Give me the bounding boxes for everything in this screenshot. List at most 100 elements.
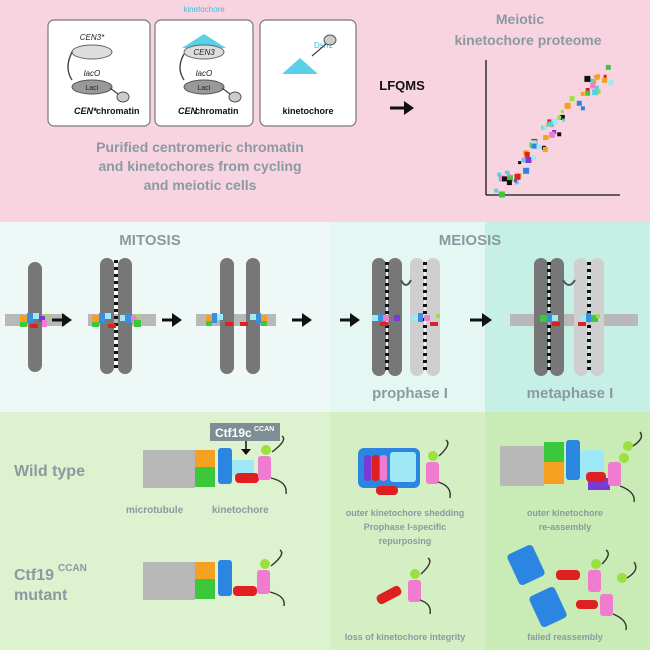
mitosis-kinetochore-1: [20, 313, 49, 328]
scatter-point: [593, 75, 597, 78]
scatter-point: [497, 172, 502, 177]
prophase-caption-line-1: outer kinetochore shedding: [346, 508, 465, 518]
scatter-point: [591, 78, 596, 84]
cen3-star-label: CEN3*: [80, 33, 105, 42]
scatter-point: [506, 180, 512, 186]
scatter-point: [594, 85, 599, 90]
scatter-point: [557, 115, 562, 120]
scatter-point: [530, 140, 537, 147]
mitosis-kinetochore-2: [92, 313, 141, 328]
cen3-label: CEN3: [193, 48, 215, 57]
scatter-point: [525, 157, 532, 163]
prophase-mutant-fragments: [376, 557, 431, 615]
metaphase-wild-type-kinetochore: [500, 431, 643, 503]
proteome-scatter-points: [494, 64, 614, 198]
scatter-point: [547, 121, 553, 127]
scatter-point: [576, 100, 582, 106]
scatter-point: [543, 125, 548, 130]
mitosis-arrow-2: [162, 313, 182, 327]
scatter-point: [580, 106, 585, 111]
cen-star-caption-italic: CEN*: [74, 106, 97, 116]
scatter-point: [546, 123, 550, 127]
microtubule-label: microtubule: [126, 505, 184, 516]
scatter-point: [605, 64, 611, 70]
scatter-point: [585, 90, 591, 96]
scatter-point: [547, 119, 552, 124]
scatter-point: [562, 118, 566, 122]
scatter-point: [544, 135, 549, 140]
scatter-point: [523, 167, 530, 174]
scatter-point: [535, 144, 541, 150]
purified-caption-line-1: Purified centromeric chromatin: [96, 139, 304, 155]
kinetochore-box-caption: kinetochore: [282, 106, 333, 116]
mitosis-arrow-1: [52, 313, 72, 327]
mutant-label-line-2: mutant: [14, 587, 68, 604]
scatter-point: [602, 77, 608, 83]
laci-label: LacI: [85, 85, 98, 92]
wild-type-label: Wild type: [14, 463, 85, 480]
scatter-point: [498, 191, 505, 198]
meiosis-arrow-2: [470, 313, 492, 327]
scatter-point: [507, 173, 511, 177]
scatter-point: [531, 155, 537, 161]
scatter-point: [531, 143, 537, 149]
scatter-point: [549, 131, 556, 138]
mitosis-kinetochore-3: [206, 313, 267, 326]
kinetochore-label: kinetochore: [212, 505, 269, 516]
proteome-scatter-axes: [485, 60, 620, 196]
cen-caption-rest: chromatin: [195, 106, 239, 116]
bottom-panel-background: [0, 412, 330, 650]
scatter-point: [513, 179, 517, 183]
wild-type-kinetochore: [143, 435, 287, 495]
scatter-point: [580, 91, 585, 96]
proteome-title-line-2: kinetochore proteome: [454, 32, 601, 48]
mutant-prophase-caption: loss of kinetochore integrity: [345, 632, 466, 642]
ctf19c-pointer-arrow-icon: [241, 449, 251, 455]
metaphase-mutant-fragments: [507, 544, 637, 631]
ctf19c-tag-main: Ctf19c: [215, 426, 252, 440]
purified-caption-line-3: and meiotic cells: [144, 177, 257, 193]
ctf19c-tag: Ctf19c CCAN: [210, 423, 280, 455]
kinetochore-triangle-icon-2: [282, 58, 318, 74]
scatter-point: [524, 151, 530, 157]
prophase-wild-type-kinetochore: [358, 439, 451, 499]
scatter-point: [505, 170, 510, 175]
proteome-title-line-1: Meiotic: [496, 11, 544, 27]
scatter-point: [494, 188, 499, 193]
microtubule-bar: [143, 450, 195, 488]
laci-protein-2: [183, 79, 225, 95]
scatter-point: [564, 102, 571, 109]
cen3-star-nucleosome: [71, 44, 113, 60]
scatter-point: [569, 96, 575, 102]
scatter-point: [559, 114, 565, 120]
mutant-metaphase-caption: failed reassembly: [527, 632, 603, 642]
scatter-point: [557, 132, 562, 137]
scatter-point: [518, 161, 522, 165]
meiosis-arrow-1: [340, 313, 360, 327]
lfqms-arrow-icon: [390, 101, 414, 115]
cen-star-chromatin-box: CEN3* lacO LacI CEN* chromatin: [47, 19, 151, 127]
scatter-point: [595, 75, 600, 80]
mutant-label-main: Ctf19: [14, 567, 54, 584]
cen-caption-italic: CEN: [178, 106, 198, 116]
scatter-point: [514, 180, 519, 185]
laci-protein: [71, 79, 113, 95]
purified-caption-line-2: and kinetochores from cycling: [98, 158, 301, 174]
bead-icon: [116, 91, 130, 103]
laco-label-2: lacO: [196, 69, 212, 78]
prophase-kinetochores: [372, 313, 440, 326]
meiosis-panel-background: [330, 222, 485, 412]
mitosis-label: MITOSIS: [119, 232, 180, 249]
ctf19c-tag-sup: CCAN: [254, 426, 274, 433]
scatter-point: [589, 78, 594, 83]
scatter-point: [506, 175, 513, 182]
meiosis-label: MEIOSIS: [439, 232, 502, 249]
scatter-point: [592, 89, 599, 96]
laci-label-2: LacI: [197, 85, 210, 92]
kinetochore-top-label: kinetochore: [183, 5, 225, 14]
bead-icon-3: [323, 34, 337, 46]
prophase-caption-line-3: repurposing: [379, 536, 432, 546]
scatter-point: [514, 173, 521, 180]
